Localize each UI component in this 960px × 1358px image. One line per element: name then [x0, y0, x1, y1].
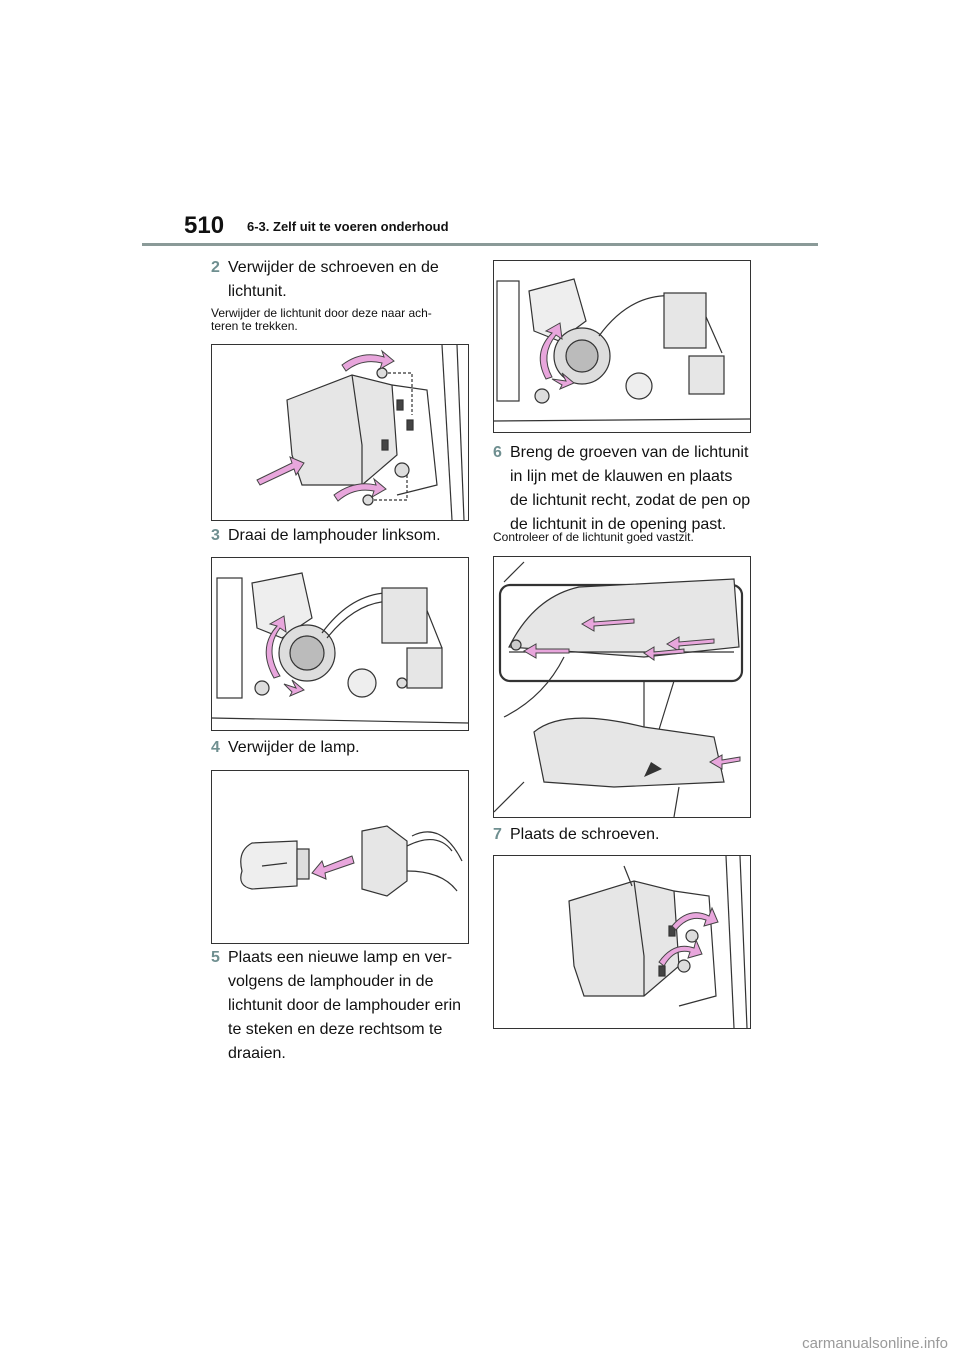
section-title: 6-3. Zelf uit te voeren onderhoud	[247, 219, 449, 234]
figure-align-light-unit	[493, 556, 751, 818]
step-6-note: Controleer of de lichtunit goed vastzit.	[493, 530, 694, 544]
step-text-line: de lichtunit in de opening past.	[510, 516, 727, 533]
step-text-line: draaien.	[228, 1045, 286, 1062]
step-text-line: Breng de groeven van de lichtunit	[510, 444, 749, 461]
step-text-line: lichtunit door de lamphouder erin	[228, 997, 462, 1014]
step-text-line: in lijn met de klauwen en plaats	[510, 468, 733, 485]
step-number: 6	[493, 444, 502, 461]
step-text-line: volgens de lamphouder in de	[228, 973, 434, 990]
step-text-line: de lichtunit recht, zodat de pen op	[510, 492, 751, 509]
step-text-line: Draai de lamphouder linksom.	[228, 527, 441, 544]
step-number: 3	[211, 527, 220, 544]
figure-remove-bulb	[211, 770, 469, 944]
step-2-note: Verwijder de lichtunit door deze naar ac…	[211, 307, 471, 333]
step-text-line: Plaats een nieuwe lamp en ver-	[228, 949, 453, 966]
page-number: 510	[184, 212, 225, 239]
step-7: 7 Plaats de schroeven.	[493, 823, 753, 847]
step-number: 5	[211, 949, 220, 966]
step-text-line: lichtunit.	[228, 283, 287, 300]
figure-rotate-lamp-holder	[211, 557, 469, 731]
step-2: 2 Verwijder de schroeven en de lichtunit…	[211, 256, 471, 304]
step-6: 6 Breng de groeven van de lichtunit in l…	[493, 441, 753, 537]
figure-lamp-holder-closeup	[493, 260, 751, 433]
step-5: 5 Plaats een nieuwe lamp en ver- volgens…	[211, 946, 471, 1066]
step-text-line: Verwijder de schroeven en de	[228, 259, 439, 276]
figure-install-screws	[493, 855, 751, 1029]
watermark: carmanualsonline.info	[802, 1335, 948, 1352]
step-3: 3 Draai de lamphouder linksom.	[211, 524, 471, 548]
step-text-line: te steken en deze rechtsom te	[228, 1021, 443, 1038]
step-number: 7	[493, 826, 502, 843]
step-text-line: Verwijder de lamp.	[228, 739, 360, 756]
note-line: teren te trekken.	[211, 319, 298, 333]
step-number: 4	[211, 739, 220, 756]
step-text-line: Plaats de schroeven.	[510, 826, 660, 843]
header-rule	[142, 243, 818, 246]
note-line: Verwijder de lichtunit door deze naar ac…	[211, 306, 432, 320]
step-number: 2	[211, 259, 220, 276]
figure-remove-light-unit	[211, 344, 469, 521]
step-4: 4 Verwijder de lamp.	[211, 736, 471, 760]
